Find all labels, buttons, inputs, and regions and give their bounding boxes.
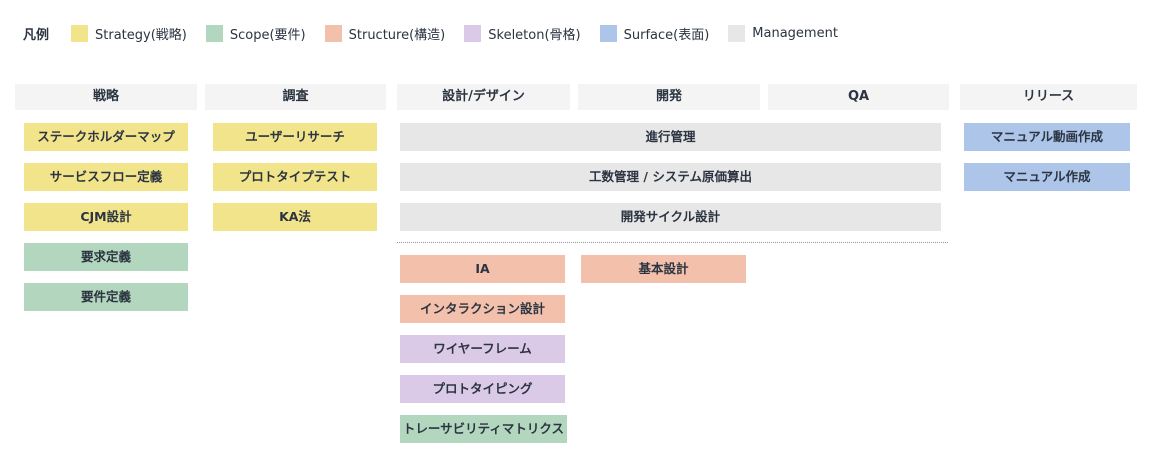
task-traceability-matrix: トレーサビリティマトリクス [400,415,567,443]
legend-label-management: Management [752,25,838,41]
surface-color-swatch [599,24,617,42]
scope-color-swatch [205,24,223,42]
legend-label-structure: Structure(構造) [348,27,446,43]
legend-label-scope: Scope(要件) [229,27,306,43]
legend-item-strategy: Strategy(戦略) [71,24,187,43]
task-service-flow-definition: サービスフロー定義 [24,163,188,191]
column-header-design: 設計/デザイン [397,84,570,110]
task-ka-method: KA法 [213,203,377,231]
task-dev-cycle-design: 開発サイクル設計 [400,203,941,231]
legend-label-skeleton: Skeleton(骨格) [488,27,581,43]
task-stakeholder-map: ステークホルダーマップ [24,123,188,151]
management-color-swatch [728,24,746,42]
task-ia: IA [400,255,565,283]
legend-item-surface: Surface(表面) [599,24,710,43]
column-header-development: 開発 [578,84,760,110]
task-wireframe: ワイヤーフレーム [400,335,565,363]
legend-item-structure: Structure(構造) [324,24,446,43]
column-header-release: リリース [960,84,1137,110]
task-prototype-test: プロトタイプテスト [213,163,377,191]
dotted-divider [397,242,948,243]
legend-item-management: Management [728,24,838,42]
legend: 凡例 Strategy(戦略) Scope(要件) Structure(構造) … [23,24,857,43]
task-requirements-definition: 要件定義 [24,283,188,311]
structure-color-swatch [324,24,342,42]
column-header-qa: QA [768,84,949,110]
task-interaction-design: インタラクション設計 [400,295,565,323]
task-prototyping: プロトタイピング [400,375,565,403]
task-manual-creation: マニュアル作成 [964,163,1130,191]
task-cjm-design: CJM設計 [24,203,188,231]
column-header-strategy: 戦略 [15,84,197,110]
strategy-color-swatch [71,24,89,42]
task-manual-video-creation: マニュアル動画作成 [964,123,1130,151]
legend-label-surface: Surface(表面) [623,27,710,43]
legend-item-scope: Scope(要件) [205,24,306,43]
task-basic-design: 基本設計 [581,255,746,283]
task-progress-management: 進行管理 [400,123,941,151]
task-cost-management: 工数管理 / システム原価算出 [400,163,941,191]
task-user-research: ユーザーリサーチ [213,123,377,151]
skeleton-color-swatch [464,24,482,42]
column-header-research: 調査 [205,84,386,110]
legend-label-strategy: Strategy(戦略) [95,27,187,43]
task-requirements-request: 要求定義 [24,243,188,271]
legend-title: 凡例 [23,27,50,43]
legend-item-skeleton: Skeleton(骨格) [464,24,581,43]
